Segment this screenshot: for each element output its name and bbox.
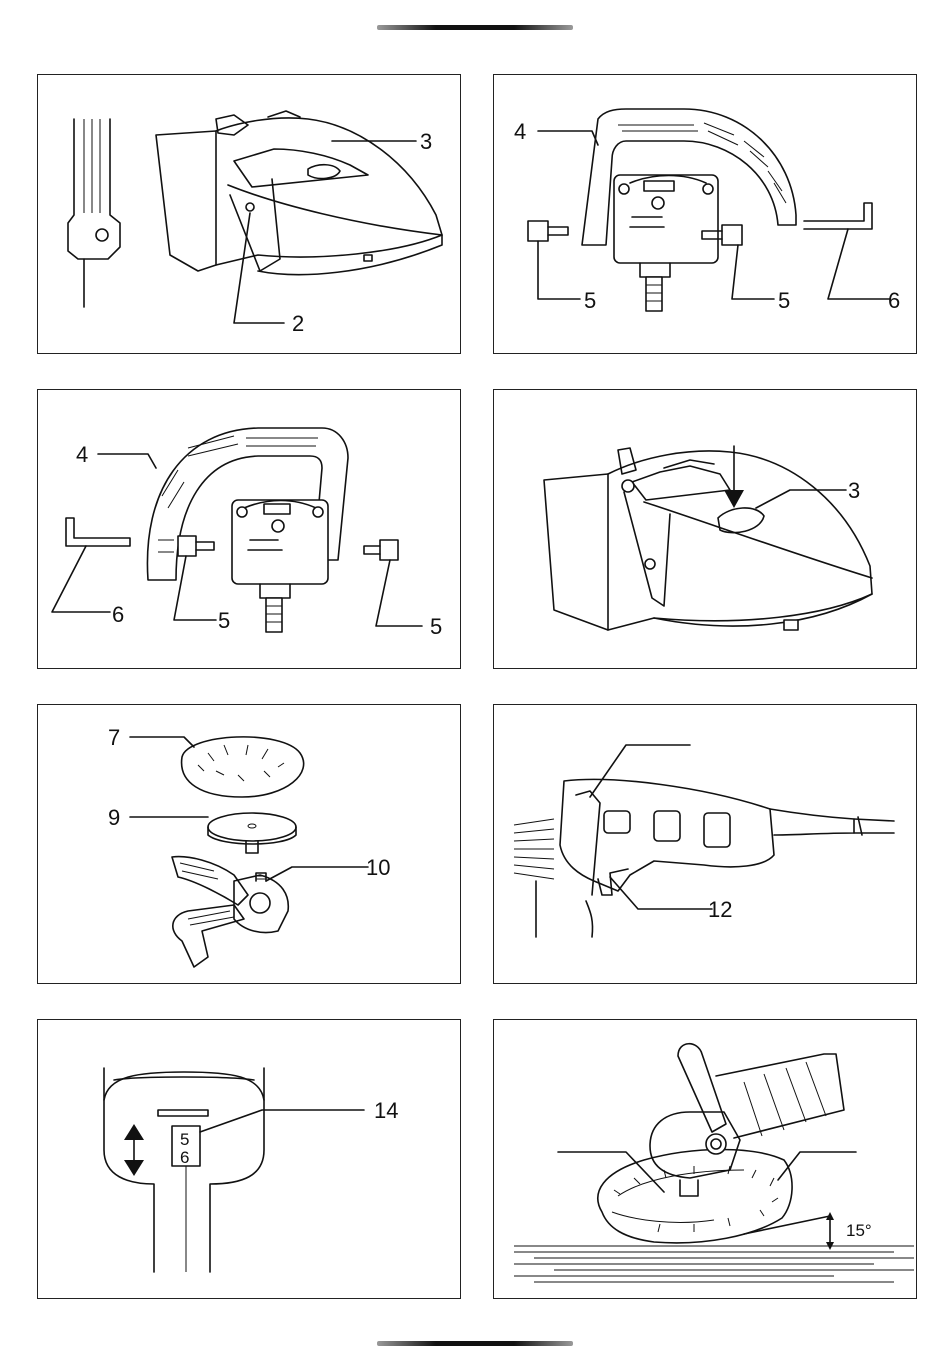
figure-5-drawing (38, 705, 462, 985)
label-5-right: 5 (430, 616, 442, 638)
figure-6-panel: 12 (493, 704, 917, 984)
figure-1-panel: 3 2 (37, 74, 461, 354)
label-14: 14 (374, 1100, 398, 1122)
figure-4-drawing (494, 390, 918, 670)
figure-3-panel: 4 6 5 5 (37, 389, 461, 669)
dial-number-6: 6 (180, 1147, 189, 1169)
label-5-left: 5 (584, 290, 596, 312)
label-10: 10 (366, 857, 390, 879)
figure-2-drawing (494, 75, 918, 355)
label-5-right: 5 (778, 290, 790, 312)
label-3: 3 (420, 131, 432, 153)
figure-5-panel: 7 9 10 (37, 704, 461, 984)
figure-6-drawing (494, 705, 918, 985)
figure-1-drawing (38, 75, 462, 355)
label-4: 4 (514, 121, 526, 143)
label-6: 6 (112, 604, 124, 626)
label-7: 7 (108, 727, 120, 749)
figure-8-panel: 15° (493, 1019, 917, 1299)
label-6: 6 (888, 290, 900, 312)
label-4: 4 (76, 444, 88, 466)
figure-8-drawing (494, 1020, 918, 1300)
angle-label: 15° (846, 1220, 872, 1242)
figure-7-panel: 5 6 14 (37, 1019, 461, 1299)
header-rule (377, 25, 573, 30)
label-2: 2 (292, 313, 304, 335)
label-3: 3 (848, 480, 860, 502)
figure-4-panel: 3 (493, 389, 917, 669)
footer-rule (377, 1341, 573, 1346)
figure-7-drawing (38, 1020, 462, 1300)
figure-3-drawing (38, 390, 462, 670)
label-9: 9 (108, 807, 120, 829)
label-5-left: 5 (218, 610, 230, 632)
label-12: 12 (708, 899, 732, 921)
figure-2-panel: 4 5 5 6 (493, 74, 917, 354)
